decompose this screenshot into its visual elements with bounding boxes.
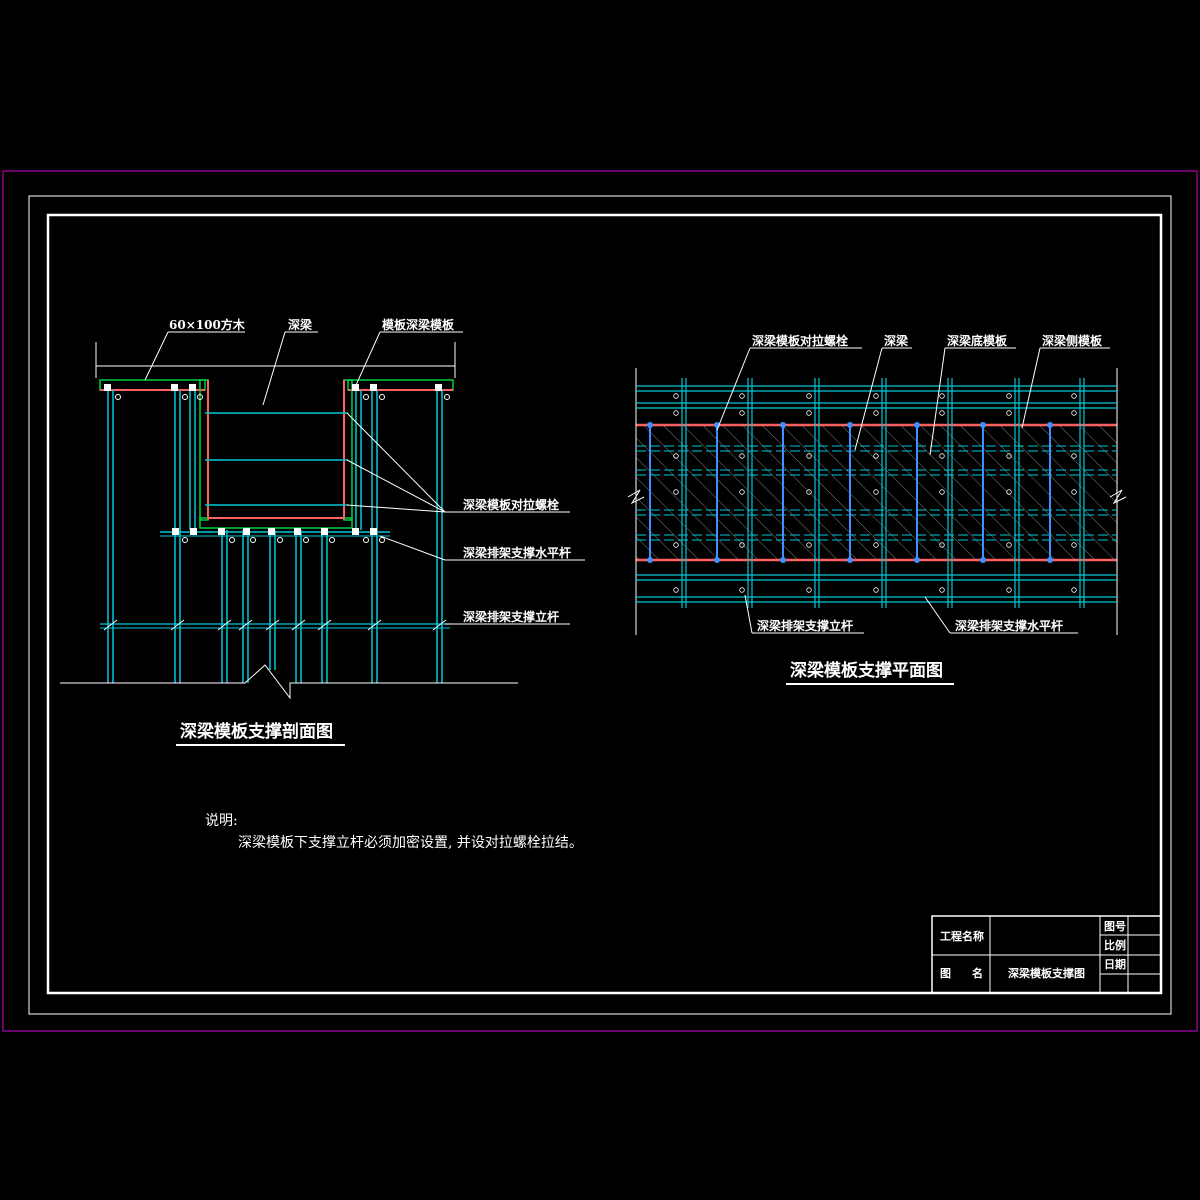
plan-label-post: 深梁排架支撑立杆 — [757, 618, 853, 633]
tb-drawing-no-label: 图号 — [1104, 920, 1126, 933]
section-title: 深梁模板支撑剖面图 — [180, 721, 333, 742]
beam-bottom-form — [199, 517, 353, 529]
tb-project-label: 工程名称 — [940, 929, 984, 943]
tb-scale-label: 比例 — [1104, 938, 1126, 952]
plan-title: 深梁模板支撑平面图 — [790, 660, 943, 681]
label-post: 深梁排架支撑立杆 — [463, 609, 559, 624]
trim-border — [28, 195, 1172, 1015]
beam-side-form-left — [199, 379, 209, 521]
title-block — [931, 915, 1162, 994]
drawing-border — [46, 213, 1163, 995]
beam-side-form-right — [343, 379, 353, 521]
tb-drawing-name: 深梁模板支撑图 — [1008, 966, 1085, 980]
plan-label-side-form: 深梁侧模板 — [1042, 333, 1103, 348]
tb-name-label-2: 名 — [972, 966, 983, 980]
plan-label-tie-bolt: 深梁模板对拉螺栓 — [752, 333, 848, 348]
plan-label-beam: 深梁 — [884, 333, 908, 348]
label-tie-bolt: 深梁模板对拉螺栓 — [463, 497, 559, 512]
label-beam: 深梁 — [288, 317, 312, 332]
plan-label-horizontal-bar: 深梁排架支撑水平杆 — [955, 618, 1063, 633]
section-view: 60×100方木 深梁 模板深梁模板 深梁模板对拉螺栓 深梁排架支撑水平杆 深梁… — [60, 317, 585, 746]
label-timber: 60×100方木 — [169, 317, 246, 332]
plan-label-bottom-form: 深梁底模板 — [947, 333, 1008, 348]
notes-line-1: 深梁模板下支撑立杆必须加密设置, 并设对拉螺栓拉结。 — [238, 834, 583, 851]
outer-sheet-border — [2, 170, 1198, 1032]
tb-date-label: 日期 — [1104, 957, 1126, 971]
plan-view: 深梁模板对拉螺栓 深梁 深梁底模板 深梁侧模板 深梁排架支撑立杆 深梁排架支撑水… — [627, 333, 1127, 685]
tb-name-label-1: 图 — [940, 967, 951, 980]
notes-heading: 说明: — [205, 813, 238, 829]
label-horizontal-bar: 深梁排架支撑水平杆 — [463, 545, 571, 560]
label-formwork: 模板深梁模板 — [382, 317, 455, 332]
